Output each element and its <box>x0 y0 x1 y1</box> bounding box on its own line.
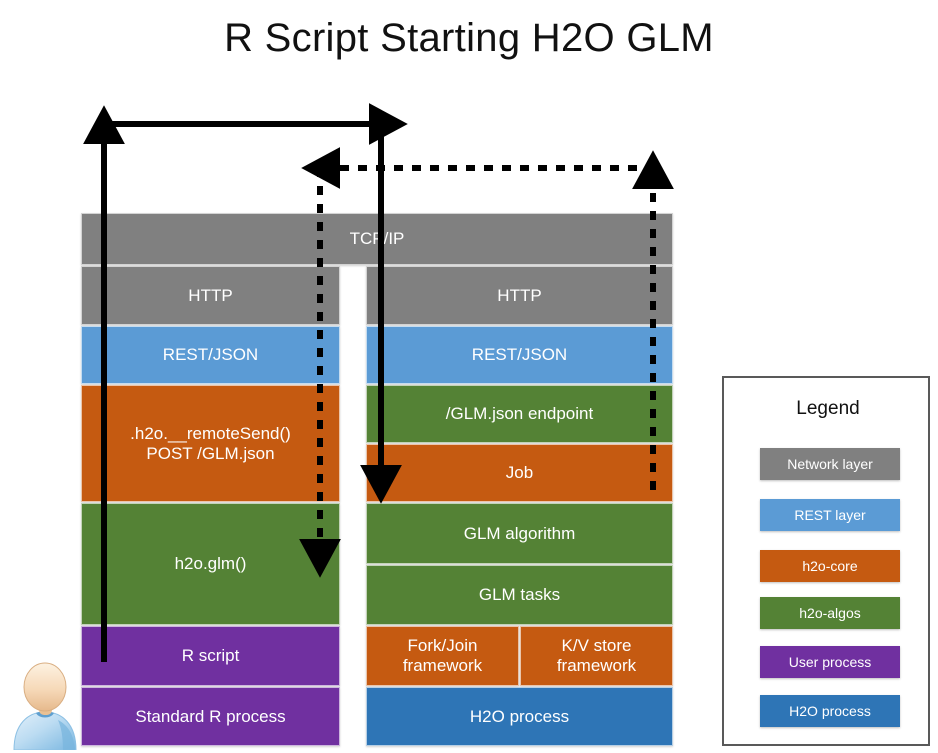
block-label: /GLM.json endpoint <box>445 404 594 424</box>
legend-item-user-process: User process <box>760 646 900 678</box>
block-right-kv-store-framework: K/V store framework <box>520 626 673 686</box>
block-right-http: HTTP <box>366 266 673 325</box>
block-label: HTTP <box>497 285 542 305</box>
legend-item-h2o-process: H2O process <box>760 695 900 727</box>
block-right-glm-json-endpoint: /GLM.json endpoint <box>366 385 673 443</box>
block-label: GLM algorithm <box>463 523 576 543</box>
legend-item-label: Network layer <box>787 456 873 472</box>
block-left-http: HTTP <box>81 266 340 325</box>
legend-item-label: H2O process <box>789 703 871 719</box>
legend-item-label: h2o-core <box>802 558 858 574</box>
legend-item-label: REST layer <box>794 507 866 523</box>
block-label: h2o.glm() <box>174 554 247 574</box>
block-label: REST/JSON <box>471 345 568 365</box>
block-label: REST/JSON <box>162 345 259 365</box>
block-right-job: Job <box>366 444 673 502</box>
block-label: R script <box>181 646 240 666</box>
block-right-rest-json: REST/JSON <box>366 326 673 384</box>
block-label: K/V store <box>561 636 632 656</box>
legend-item-label: User process <box>788 654 872 670</box>
legend-title: Legend <box>796 398 860 419</box>
legend-panel: Legend Network layer REST layer h2o-core… <box>722 376 930 746</box>
block-right-glm-algorithm: GLM algorithm <box>366 503 673 564</box>
page-title: R Script Starting H2O GLM <box>224 16 714 60</box>
block-label: HTTP <box>188 285 233 305</box>
block-label-line2: framework <box>402 656 483 675</box>
block-right-glm-tasks: GLM tasks <box>366 565 673 625</box>
block-left-h2o-glm: h2o.glm() <box>81 503 340 625</box>
legend-item-label: h2o-algos <box>799 605 861 621</box>
block-label-line2: framework <box>556 656 637 675</box>
legend-item-rest-layer: REST layer <box>760 499 900 531</box>
block-left-rest-json: REST/JSON <box>81 326 340 384</box>
legend-item-h2o-algos: h2o-algos <box>760 597 900 629</box>
legend-item-network-layer: Network layer <box>760 448 900 480</box>
block-right-fork-join-framework: Fork/Join framework <box>366 626 519 686</box>
block-left-standard-r-process: Standard R process <box>81 687 340 746</box>
block-right-h2o-process: H2O process <box>366 687 673 746</box>
block-label: GLM tasks <box>478 585 561 605</box>
block-label: .h2o.__remoteSend() <box>130 423 291 443</box>
block-label: Fork/Join <box>407 636 478 656</box>
user-avatar-icon <box>13 662 77 750</box>
block-left-r-script: R script <box>81 626 340 686</box>
block-tcp-ip: TCP/IP <box>81 213 673 265</box>
block-left-remote-send: .h2o.__remoteSend() POST /GLM.json <box>81 385 340 502</box>
block-label: TCP/IP <box>349 229 405 249</box>
block-label-line2: POST /GLM.json <box>146 443 275 463</box>
block-label: Standard R process <box>135 706 286 726</box>
block-label: Job <box>505 463 534 483</box>
block-label: H2O process <box>469 706 570 726</box>
legend-item-h2o-core: h2o-core <box>760 550 900 582</box>
